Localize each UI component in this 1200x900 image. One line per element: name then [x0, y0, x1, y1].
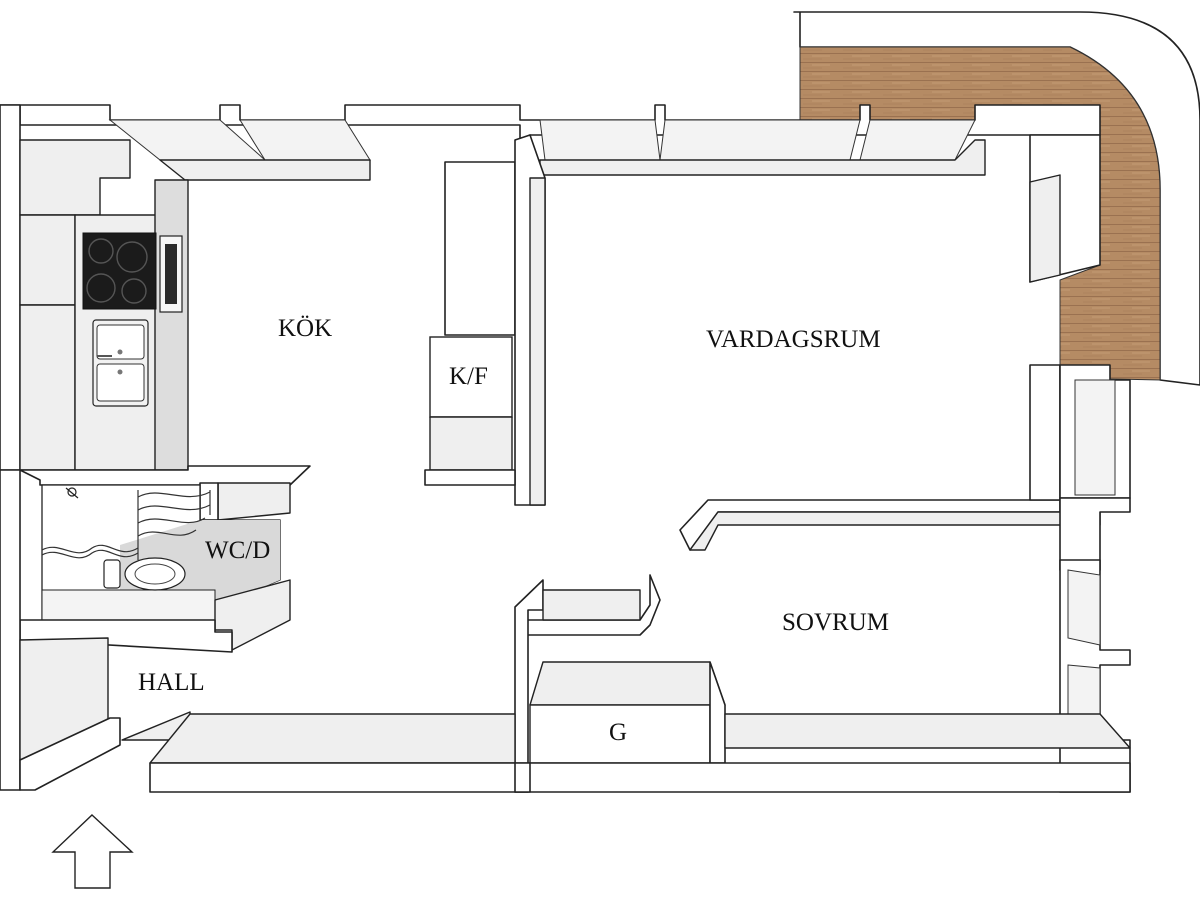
- room-label-hall: HALL: [138, 669, 205, 696]
- kitchen-counter: [0, 104, 189, 471]
- room-label-living-room: VARDAGSRUM: [706, 326, 881, 353]
- room-label-kitchen: KÖK: [278, 315, 332, 342]
- hob-ring: [86, 273, 116, 303]
- bottom-wall: [149, 713, 1131, 793]
- top-wall: [0, 104, 1101, 283]
- hob: [82, 232, 157, 310]
- hob-ring: [88, 238, 114, 264]
- hob-ring: [116, 241, 148, 273]
- room-label-bedroom: SOVRUM: [782, 609, 889, 636]
- toilet: [103, 557, 186, 591]
- wardrobe: [529, 704, 711, 764]
- shower-curtain: [41, 490, 211, 560]
- room-label-bathroom: WC/D: [205, 537, 270, 564]
- kitchen-window: [108, 119, 267, 161]
- kitchen-window: [239, 119, 371, 161]
- wardrobe-area: [514, 574, 726, 793]
- right-wall: [1029, 364, 1131, 793]
- living-window: [859, 119, 976, 161]
- bathroom: [19, 484, 291, 653]
- hall: [0, 469, 191, 791]
- living-window: [659, 119, 861, 161]
- up-arrow-icon: [51, 814, 134, 889]
- room-label-fridge-freezer: K/F: [449, 363, 488, 390]
- room-label-wardrobe: G: [609, 719, 627, 746]
- living-window: [1074, 379, 1116, 496]
- kitchen-living-partition: [424, 134, 546, 506]
- living-window: [539, 119, 661, 161]
- kitchen-bath-wall: [19, 465, 311, 521]
- hob-ring: [121, 278, 147, 304]
- bedroom-window: [1067, 569, 1101, 646]
- living-bedroom-wall: [679, 499, 1101, 551]
